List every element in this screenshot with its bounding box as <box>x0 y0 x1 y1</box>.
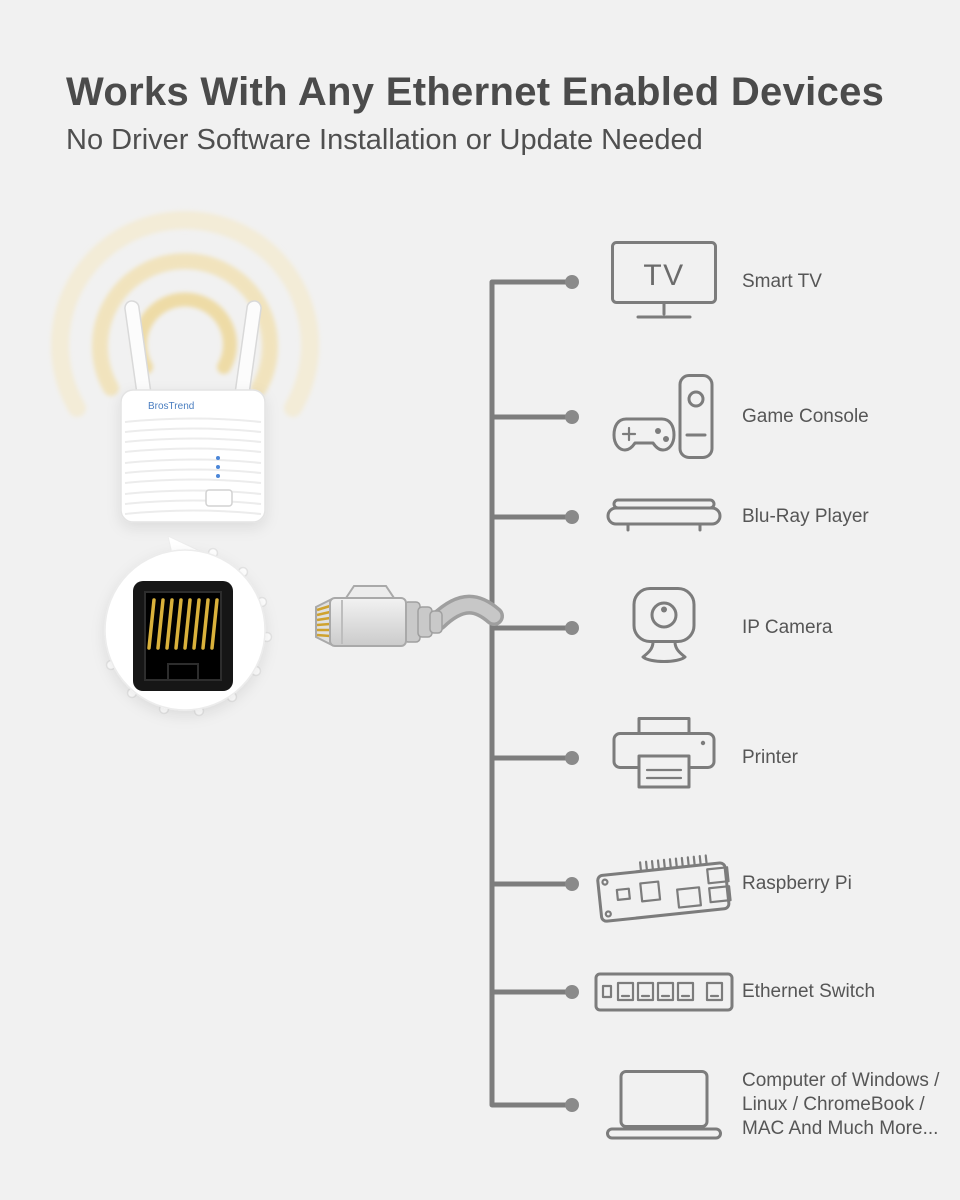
page-subtitle: No Driver Software Installation or Updat… <box>66 124 703 156</box>
printer-icon <box>602 716 726 800</box>
device-label: Ethernet Switch <box>742 981 876 1003</box>
device-row-computer: Computer of Windows / Linux / ChromeBook… <box>602 1045 958 1165</box>
device-row-raspberry-pi: Raspberry Pi <box>596 824 958 944</box>
extender-ridge-texture <box>124 417 262 515</box>
blu-ray-player-icon <box>602 497 726 537</box>
wps-button-icon <box>205 489 233 507</box>
device-label: Computer of Windows / Linux / ChromeBook… <box>742 1070 940 1139</box>
device-row-game-console: Game Console <box>602 357 958 477</box>
laptop-icon <box>602 1069 726 1141</box>
device-row-blu-ray-player: Blu-Ray Player <box>602 457 958 577</box>
ip-camera-icon <box>602 586 726 670</box>
device-label: Raspberry Pi <box>742 873 852 895</box>
device-label: Game Console <box>742 406 869 428</box>
device-row-smart-tv: TV Smart TV <box>602 222 958 342</box>
tv-screen-text: TV <box>643 259 684 292</box>
connection-lines <box>489 279 569 1108</box>
device-row-printer: Printer <box>602 698 958 818</box>
extender-brand-label: BrosTrend <box>148 401 194 412</box>
game-console-icon <box>602 373 726 461</box>
smart-tv-icon: TV <box>602 240 726 324</box>
device-label: Blu-Ray Player <box>742 506 869 528</box>
device-label: Printer <box>742 747 798 769</box>
device-row-ip-camera: IP Camera <box>602 568 958 688</box>
raspberry-pi-icon <box>596 841 732 927</box>
wifi-signal-arcs-icon <box>51 211 319 417</box>
rj45-port-icon <box>133 581 233 691</box>
ethernet-cable-plug-icon <box>315 585 504 647</box>
page-title: Works With Any Ethernet Enabled Devices <box>66 70 885 114</box>
device-label: Smart TV <box>742 271 822 293</box>
device-label: IP Camera <box>742 617 833 639</box>
ethernet-switch-icon <box>594 966 734 1018</box>
device-row-ethernet-switch: Ethernet Switch <box>594 932 958 1052</box>
branch-dots <box>565 275 579 1112</box>
wifi-extender-device: BrosTrend <box>120 389 266 523</box>
extender-led-lights <box>216 456 220 478</box>
ethernet-port-inset <box>104 535 273 717</box>
